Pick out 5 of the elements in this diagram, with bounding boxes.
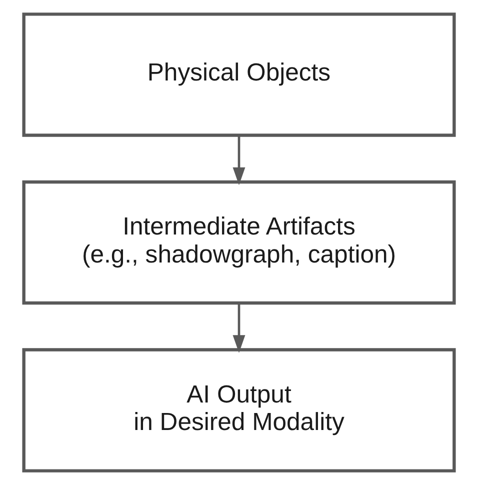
arrow [232,136,246,186]
node-box: Physical Objects [22,12,456,137]
arrow [232,303,246,353]
node-box: AI Output in Desired Modality [22,348,456,472]
node-box: Intermediate Artifacts (e.g., shadowgraph, caption) [22,180,456,305]
